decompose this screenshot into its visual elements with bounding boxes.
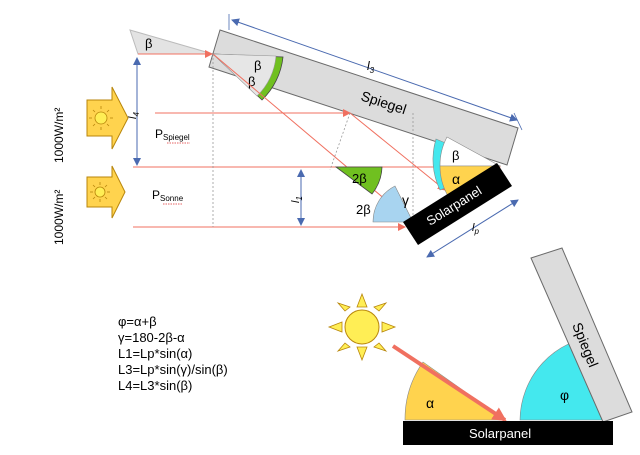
formula-block: φ=α+β γ=180-2β-α L1=Lp*sin(α) L3=Lp*sin(… — [118, 314, 228, 394]
formula-line-l4: L4=L3*sin(β) — [118, 378, 193, 393]
reflected-ray-main — [212, 53, 413, 223]
formula-line-l3: L3=Lp*sin(γ)/sin(β) — [118, 362, 228, 377]
beta-label-mirror-upper: β — [254, 58, 261, 73]
lower-incoming-ray — [391, 344, 507, 422]
sun-arrow-top — [86, 86, 129, 150]
two-beta-label-green: 2β — [352, 171, 367, 186]
p-mirror-label: PSpiegel — [155, 127, 190, 142]
gamma-sector — [372, 185, 414, 223]
sun-arrow-bottom — [86, 165, 126, 219]
lp-label: lp — [472, 222, 479, 236]
alpha-label-panel: α — [452, 171, 460, 187]
gamma-label: γ — [402, 192, 409, 208]
formula-line-phi: φ=α+β — [118, 314, 157, 329]
two-beta-sector — [334, 166, 383, 195]
two-beta-label-lower: 2β — [356, 202, 371, 217]
beta-label-panel: β — [452, 148, 459, 163]
formula-line-l1: L1=Lp*sin(α) — [118, 346, 193, 361]
lower-solar-panel: Solarpanel — [403, 421, 613, 445]
l3-extension-right — [513, 112, 523, 131]
l4-label: l4 — [127, 112, 141, 119]
alpha-label-lower: α — [426, 395, 434, 411]
l1-label: l1 — [290, 196, 304, 203]
beta-label-mirror-lower: β — [248, 74, 255, 89]
irradiance-label-bottom: 1000W/m² — [52, 190, 66, 245]
beta-label-top: β — [145, 36, 152, 51]
l3-dimension-line — [231, 18, 518, 122]
lp-dimension-line — [426, 199, 519, 258]
reflected-ray-second — [349, 112, 446, 191]
formula-line-gamma: γ=180-2β-α — [118, 330, 185, 345]
beta-wedge-top — [129, 29, 214, 55]
phi-label-lower: φ — [560, 387, 569, 403]
irradiance-label-top: 1000W/m² — [52, 108, 66, 163]
gray-beta-sector-mirror — [212, 53, 277, 97]
p-sun-label: PSonne — [152, 188, 184, 203]
lower-panel-label: Solarpanel — [469, 426, 531, 441]
l3-label: l3 — [367, 59, 375, 75]
upper-mirror: Spiegel — [208, 29, 519, 166]
sun-icon — [327, 292, 397, 362]
